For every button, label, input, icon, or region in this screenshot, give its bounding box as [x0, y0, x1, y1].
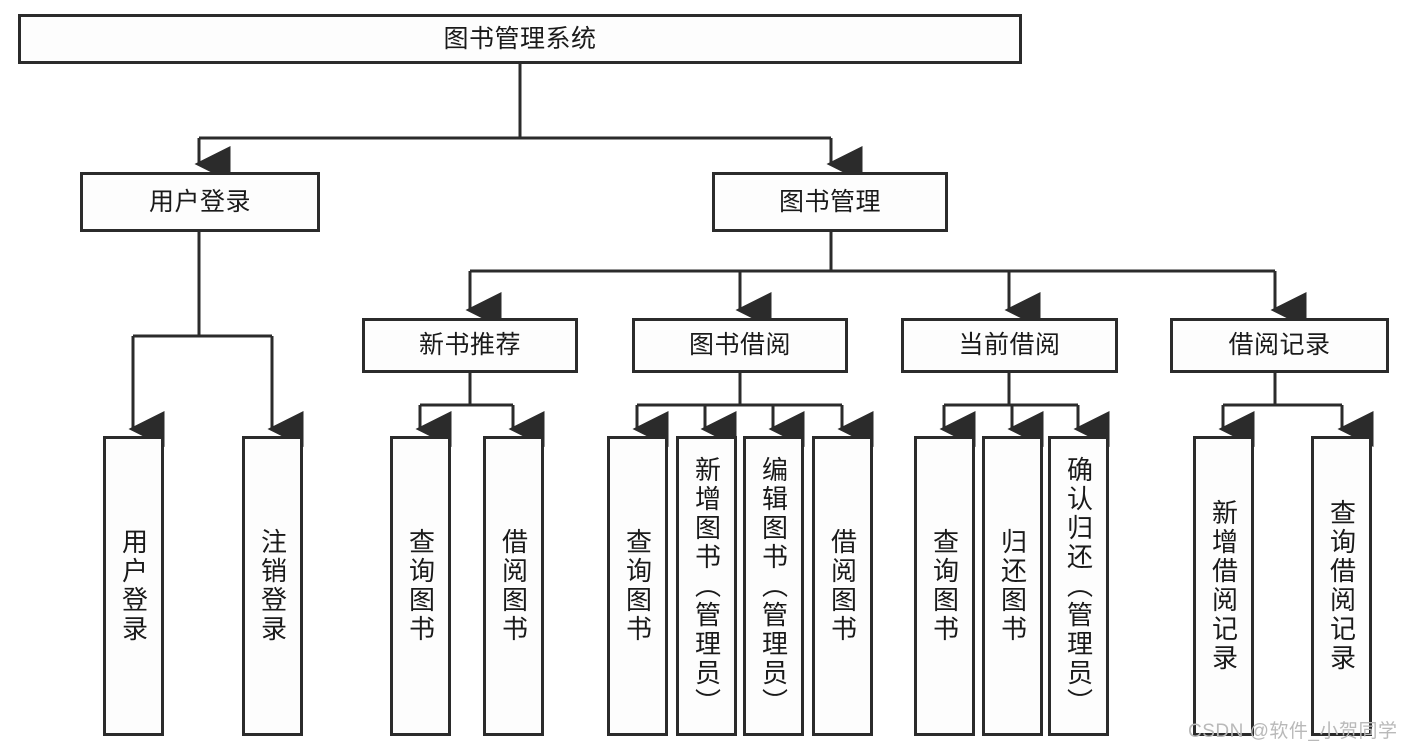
node-current-borrow[interactable]: 当前借阅	[901, 318, 1118, 373]
node-leaf-confirm-return[interactable]: 确认归还（管理员）	[1048, 436, 1109, 736]
node-leaf-borrow-book-1[interactable]: 借阅图书	[483, 436, 544, 736]
node-user-login[interactable]: 用户登录	[80, 172, 320, 232]
node-leaf-add-book[interactable]: 新增图书（管理员）	[676, 436, 737, 736]
node-leaf-return-book[interactable]: 归还图书	[982, 436, 1043, 736]
node-label: 查询图书	[405, 528, 436, 644]
node-label: 借阅图书	[827, 528, 858, 644]
node-label: 图书管理系统	[443, 24, 597, 53]
node-label: 查询借阅记录	[1326, 499, 1357, 673]
node-leaf-user-login[interactable]: 用户登录	[103, 436, 164, 736]
node-label: 新增图书（管理员）	[691, 455, 722, 717]
node-label: 注销登录	[257, 528, 288, 644]
node-label: 图书借阅	[688, 331, 791, 360]
watermark-csdn: CSDN @软件_小贺同学	[1188, 721, 1398, 742]
node-new-book-recommend[interactable]: 新书推荐	[362, 318, 578, 373]
node-label: 确认归还（管理员）	[1063, 455, 1094, 717]
node-label: 查询图书	[622, 528, 653, 644]
node-label: 编辑图书（管理员）	[758, 455, 789, 717]
node-book-management[interactable]: 图书管理	[712, 172, 948, 232]
node-leaf-query-book-3[interactable]: 查询图书	[914, 436, 975, 736]
node-leaf-query-book-1[interactable]: 查询图书	[390, 436, 451, 736]
node-leaf-add-record[interactable]: 新增借阅记录	[1193, 436, 1254, 736]
node-leaf-edit-book[interactable]: 编辑图书（管理员）	[743, 436, 804, 736]
node-label: 借阅图书	[498, 528, 529, 644]
node-label: 当前借阅	[958, 331, 1061, 360]
node-label: 用户登录	[118, 528, 149, 644]
node-label: 新增借阅记录	[1208, 499, 1239, 673]
node-book-borrow[interactable]: 图书借阅	[632, 318, 848, 373]
node-label: 借阅记录	[1228, 331, 1331, 360]
node-label: 图书管理	[778, 187, 881, 216]
node-label: 归还图书	[997, 528, 1028, 644]
node-label: 用户登录	[148, 187, 251, 216]
node-root-book-management-system[interactable]: 图书管理系统	[18, 14, 1022, 64]
node-borrow-record[interactable]: 借阅记录	[1170, 318, 1389, 373]
node-leaf-query-book-2[interactable]: 查询图书	[607, 436, 668, 736]
node-label: 新书推荐	[418, 331, 521, 360]
node-label: 查询图书	[929, 528, 960, 644]
node-leaf-query-record[interactable]: 查询借阅记录	[1311, 436, 1372, 736]
node-leaf-user-logout[interactable]: 注销登录	[242, 436, 303, 736]
node-leaf-borrow-book-2[interactable]: 借阅图书	[812, 436, 873, 736]
